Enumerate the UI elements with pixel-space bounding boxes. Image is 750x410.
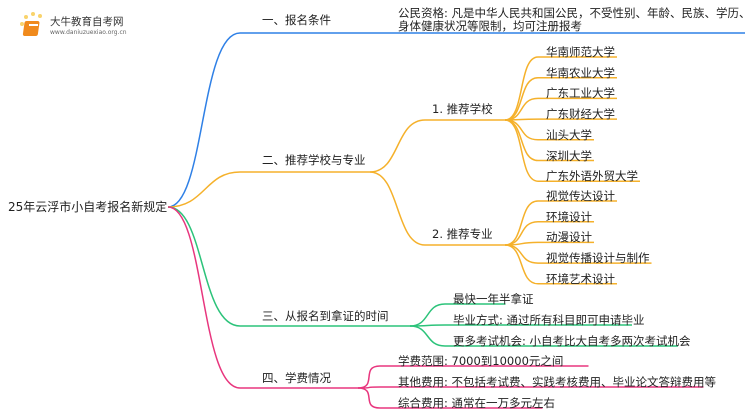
branch-1-text-line2: 身体健康状况等限制，均可注册报考 — [398, 19, 582, 33]
fee-item: 学费范围: 7000到10000元之间 — [398, 354, 564, 368]
major-item: 动漫设计 — [546, 230, 592, 245]
branch-4-label: 四、学费情况 — [262, 371, 331, 385]
school-item: 广东工业大学 — [546, 86, 615, 101]
book-logo-icon — [20, 12, 42, 36]
school-item: 广东外语外贸大学 — [546, 169, 638, 184]
group-schools-label: 1. 推荐学校 — [432, 102, 493, 116]
logo: 大牛教育自考网 www.daniuzuexiao.org.cn — [18, 12, 127, 38]
major-item: 环境设计 — [546, 209, 592, 224]
branch-2-label: 二、推荐学校与专业 — [262, 153, 366, 167]
major-item: 环境艺术设计 — [546, 271, 615, 286]
school-connector — [504, 76, 617, 121]
connector-b1 — [167, 32, 745, 208]
school-connector — [504, 119, 640, 182]
fee-item: 其他费用: 不包括考试费、实践考核费用、毕业论文答辩费用等 — [398, 375, 717, 389]
timeline-connector — [409, 325, 678, 347]
group-majors-label: 2. 推荐专业 — [432, 227, 493, 241]
connector-b3 — [167, 206, 410, 327]
timeline-item: 更多考试机会: 小自考比大自考多两次考试机会 — [453, 334, 691, 348]
fee-connector — [357, 387, 543, 409]
branch-1-text-line1: 公民资格: 凡是中华人民共和国公民，不受性别、年龄、民族、学历、 — [398, 6, 750, 20]
school-item: 华南农业大学 — [546, 65, 615, 80]
branch-3-label: 三、从报名到拿证的时间 — [262, 309, 389, 323]
connector-g2 — [369, 171, 505, 246]
connector-b4 — [167, 206, 358, 389]
timeline-item: 毕业方式: 通过所有科目即可申请毕业 — [453, 313, 645, 327]
school-item: 深圳大学 — [546, 148, 592, 163]
school-item: 华南师范大学 — [546, 45, 615, 59]
connector-g1 — [369, 119, 505, 173]
major-connector — [504, 200, 617, 246]
major-item: 视觉传播设计与制作 — [546, 251, 650, 266]
school-item: 汕头大学 — [546, 127, 592, 142]
root-node: 25年云浮市小自考报名新规定 — [8, 200, 168, 214]
logo-url: www.daniuzuexiao.org.cn — [50, 29, 127, 36]
fee-item: 综合费用: 通常在一万多元左右 — [398, 396, 556, 410]
major-item: 视觉传达设计 — [546, 189, 615, 203]
logo-title: 大牛教育自考网 — [50, 16, 124, 28]
branch-1-label: 一、报名条件 — [262, 13, 331, 27]
school-item: 广东财经大学 — [546, 107, 615, 122]
connector-b2 — [167, 171, 370, 208]
major-connector — [504, 244, 617, 285]
timeline-item: 最快一年半拿证 — [453, 292, 534, 306]
school-connector — [504, 56, 617, 121]
